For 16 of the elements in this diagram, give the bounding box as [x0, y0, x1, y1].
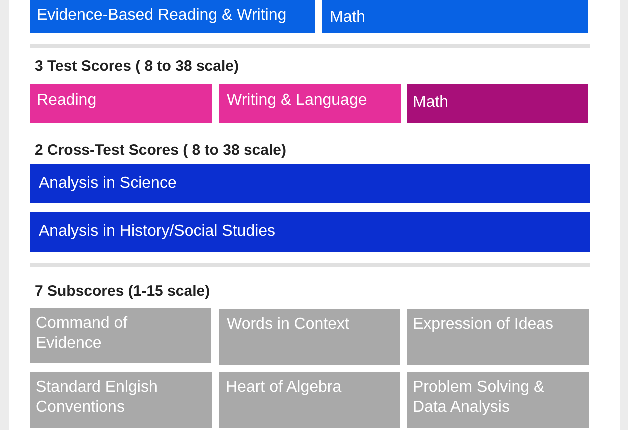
section-heading: 2 Cross-Test Scores ( 8 to 38 scale): [35, 142, 286, 160]
cross-test-score-bar: Analysis in History/Social Studies: [30, 212, 590, 252]
test-score-bar: Writing & Language: [219, 84, 401, 123]
test-score-bar: Reading: [30, 84, 212, 123]
section-heading: 7 Subscores (1-15 scale): [35, 283, 210, 301]
subscore-tile: Words in Context: [219, 309, 400, 365]
subscore-tile: Problem Solving & Data Analysis: [407, 372, 589, 428]
subscore-tile: Heart of Algebra: [219, 372, 400, 428]
section-score-bar: Evidence-Based Reading & Writing: [30, 0, 315, 33]
subscore-tile: Expression of Ideas: [407, 309, 589, 365]
subscore-tile: Standard Enlgish Conventions: [30, 372, 212, 428]
section-score-bar: Math: [322, 0, 588, 33]
subscore-tile: Command of Evidence: [30, 308, 211, 363]
section-heading: 3 Test Scores ( 8 to 38 scale): [35, 58, 239, 76]
test-score-bar: Math: [407, 84, 588, 123]
cross-test-score-bar: Analysis in Science: [30, 164, 590, 203]
